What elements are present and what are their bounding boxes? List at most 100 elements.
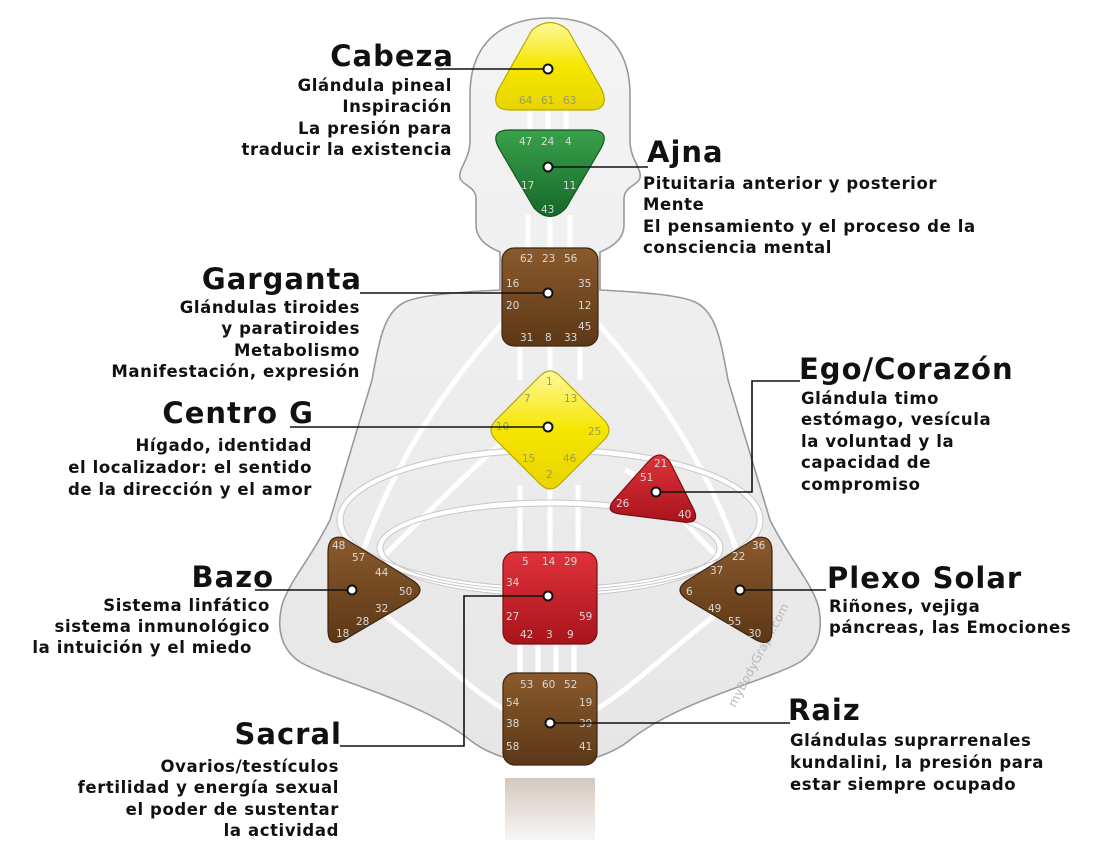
gate-label: 15 xyxy=(522,453,535,465)
gate-label: 11 xyxy=(563,180,576,192)
gate-label: 60 xyxy=(542,679,555,691)
center-title: Ajna xyxy=(647,135,724,169)
gate-label: 53 xyxy=(520,679,533,691)
center-title: Raiz xyxy=(788,693,861,727)
label-cabeza: Cabeza Glándula pineal Inspiración La pr… xyxy=(242,39,454,159)
gate-label: 41 xyxy=(579,741,592,753)
gate-label: 61 xyxy=(541,95,554,107)
center-title: Cabeza xyxy=(330,39,454,73)
gate-label: 27 xyxy=(506,611,519,623)
gate-label: 9 xyxy=(567,629,574,641)
gate-label: 36 xyxy=(752,540,766,552)
gate-label: 26 xyxy=(616,498,630,510)
anchor-dots xyxy=(346,63,746,729)
gate-label: 56 xyxy=(564,253,578,265)
center-description-line: de la dirección y el amor xyxy=(68,480,312,499)
gate-label: 20 xyxy=(506,300,519,312)
gate-label: 34 xyxy=(506,577,520,589)
label-centro-g: Centro G Hígado, identidad el localizado… xyxy=(68,396,314,499)
gate-label: 13 xyxy=(564,393,577,405)
center-description-line: consciencia mental xyxy=(643,238,832,257)
center-title: Ego/Corazón xyxy=(799,352,1014,386)
center-description-line: sistema inmunológico xyxy=(55,617,270,636)
gate-label: 32 xyxy=(375,603,388,615)
center-description-line: La presión para xyxy=(298,119,452,138)
center-title: Plexo Solar xyxy=(827,561,1022,595)
gate-label: 52 xyxy=(564,679,577,691)
center-description-line: la intuición y el miedo xyxy=(32,638,252,657)
center-plexo-solar[interactable]: 36 22 37 6 49 55 30 xyxy=(679,536,773,643)
gate-label: 16 xyxy=(506,278,520,290)
gate-label: 7 xyxy=(524,393,531,405)
gate-label: 3 xyxy=(546,629,553,641)
center-description-line: fertilidad y energía sexual xyxy=(78,778,339,797)
gate-label: 58 xyxy=(506,741,519,753)
gate-label: 49 xyxy=(708,603,721,615)
gate-label: 38 xyxy=(506,718,519,730)
gate-label: 19 xyxy=(579,697,592,709)
gate-label: 23 xyxy=(542,253,555,265)
center-raiz[interactable]: 53 60 52 54 19 38 39 58 41 xyxy=(502,672,598,766)
center-description-line: estar siempre ocupado xyxy=(790,775,1016,794)
center-title: Sacral xyxy=(235,717,342,751)
center-description-line: Ovarios/testículos xyxy=(161,757,339,776)
gate-label: 31 xyxy=(520,332,533,344)
center-description-line: Glándulas suprarrenales xyxy=(790,731,1031,750)
gate-label: 12 xyxy=(578,300,591,312)
label-ajna: Ajna Pituitaria anterior y posterior Men… xyxy=(643,135,976,257)
reflection xyxy=(495,776,605,850)
label-garganta: Garganta Glándulas tiroides y paratiroid… xyxy=(111,262,362,381)
center-description-line: páncreas, las Emociones xyxy=(829,618,1071,637)
gate-label: 54 xyxy=(506,697,520,709)
center-description-line: compromiso xyxy=(801,475,921,494)
center-title: Centro G xyxy=(162,396,314,430)
gate-label: 25 xyxy=(588,426,601,438)
gate-label: 5 xyxy=(522,556,529,568)
gate-label: 39 xyxy=(579,718,592,730)
center-description-line: Pituitaria anterior y posterior xyxy=(643,174,937,193)
center-description-line: Hígado, identidad xyxy=(136,436,312,455)
gate-label: 18 xyxy=(336,628,349,640)
gate-label: 29 xyxy=(564,556,577,568)
gate-label: 17 xyxy=(521,180,534,192)
center-title: Bazo xyxy=(192,560,274,594)
gate-label: 47 xyxy=(519,136,532,148)
gate-label: 2 xyxy=(546,469,553,481)
center-description-line: Sistema linfático xyxy=(103,596,270,615)
gate-label: 59 xyxy=(579,611,592,623)
center-description-line: capacidad de xyxy=(801,453,931,472)
gate-label: 51 xyxy=(640,472,653,484)
center-description-line: estómago, vesícula xyxy=(801,410,991,429)
center-title: Garganta xyxy=(202,262,362,296)
gate-label: 35 xyxy=(578,278,591,290)
center-description-line: Mente xyxy=(643,195,704,214)
center-description-line: el localizador: el sentido xyxy=(68,458,312,477)
center-bazo[interactable]: 48 57 44 50 32 28 18 xyxy=(327,536,421,643)
gate-label: 6 xyxy=(686,586,693,598)
gate-label: 40 xyxy=(678,509,691,521)
center-description-line: Glándula pineal xyxy=(298,76,452,95)
center-description-line: y paratiroides xyxy=(221,319,360,338)
label-bazo: Bazo Sistema linfático sistema inmunológ… xyxy=(32,560,274,657)
center-description-line: Manifestación, expresión xyxy=(111,362,360,381)
gate-label: 30 xyxy=(748,628,761,640)
center-description-line: Riñones, vejiga xyxy=(829,597,980,616)
gate-label: 24 xyxy=(541,136,555,148)
center-ajna[interactable]: 47 24 4 17 11 43 xyxy=(495,129,605,218)
gate-label: 48 xyxy=(332,540,345,552)
gate-label: 33 xyxy=(564,332,577,344)
center-description-line: Glándulas tiroides xyxy=(180,298,360,317)
gate-label: 57 xyxy=(352,552,365,564)
center-description-line: El pensamiento y el proceso de la xyxy=(643,217,976,236)
gate-label: 46 xyxy=(563,453,577,465)
center-description-line: Inspiración xyxy=(342,97,452,116)
label-plexo-solar: Plexo Solar Riñones, vejiga páncreas, la… xyxy=(827,561,1071,637)
gate-label: 63 xyxy=(563,95,576,107)
label-ego: Ego/Corazón Glándula timo estómago, vesí… xyxy=(799,352,1014,494)
center-description-line: Glándula timo xyxy=(801,389,939,408)
gate-label: 43 xyxy=(541,204,554,216)
center-description-line: Metabolismo xyxy=(234,341,360,360)
gate-label: 8 xyxy=(545,332,552,344)
gate-label: 42 xyxy=(520,629,533,641)
